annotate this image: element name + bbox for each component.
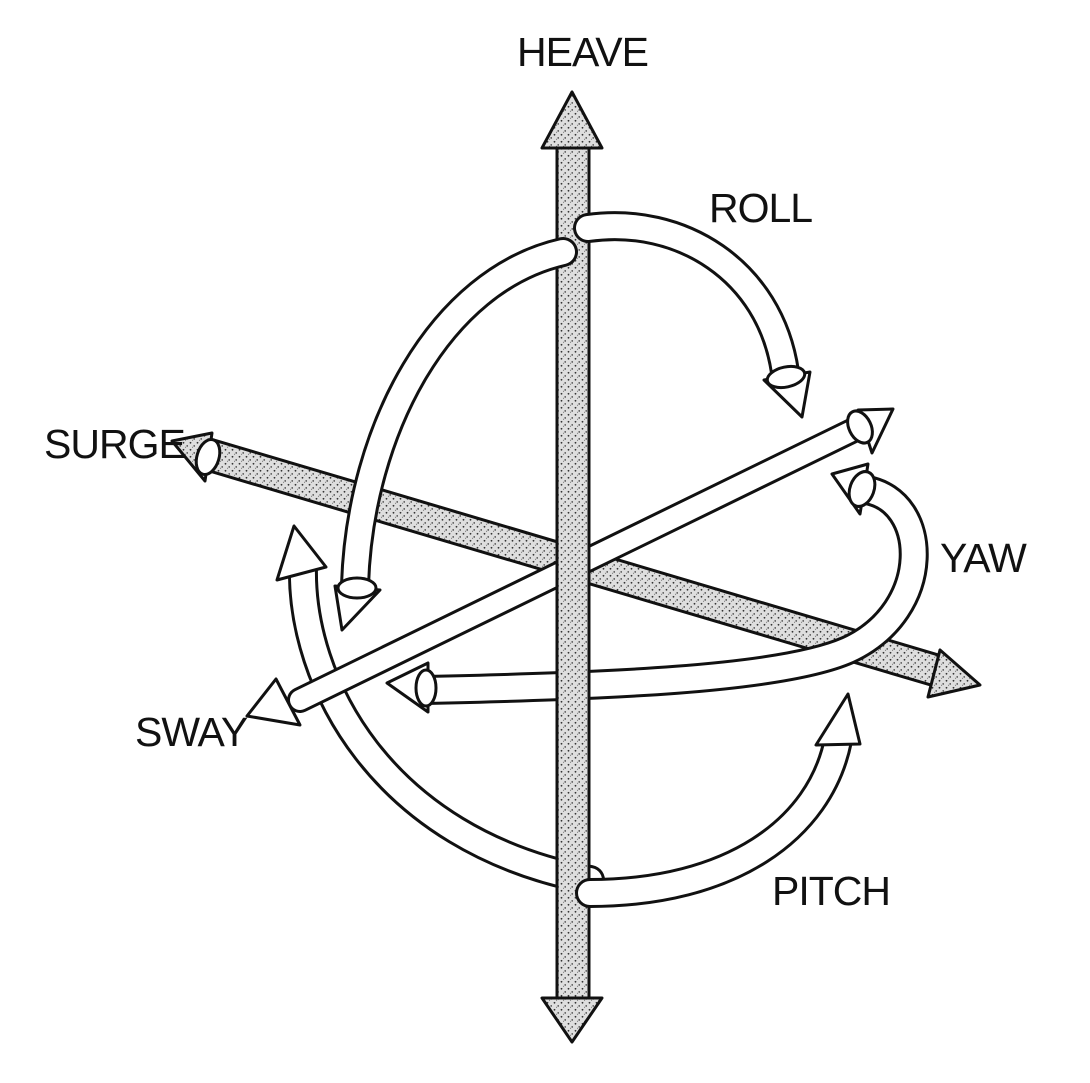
pitch-label: PITCH bbox=[772, 868, 890, 914]
heave-label: HEAVE bbox=[517, 29, 648, 75]
yaw-label: YAW bbox=[940, 535, 1027, 581]
sway-label: SWAY bbox=[135, 709, 248, 755]
surge-label: SURGE bbox=[44, 421, 185, 467]
roll-label: ROLL bbox=[709, 185, 812, 231]
pitch-front-segment bbox=[590, 694, 860, 893]
pitch-end-arrowhead bbox=[816, 694, 860, 745]
pitch-start-arrowhead bbox=[277, 526, 326, 580]
heave-bottom-arrowhead bbox=[542, 998, 602, 1042]
heave-top-arrowhead bbox=[542, 92, 602, 148]
